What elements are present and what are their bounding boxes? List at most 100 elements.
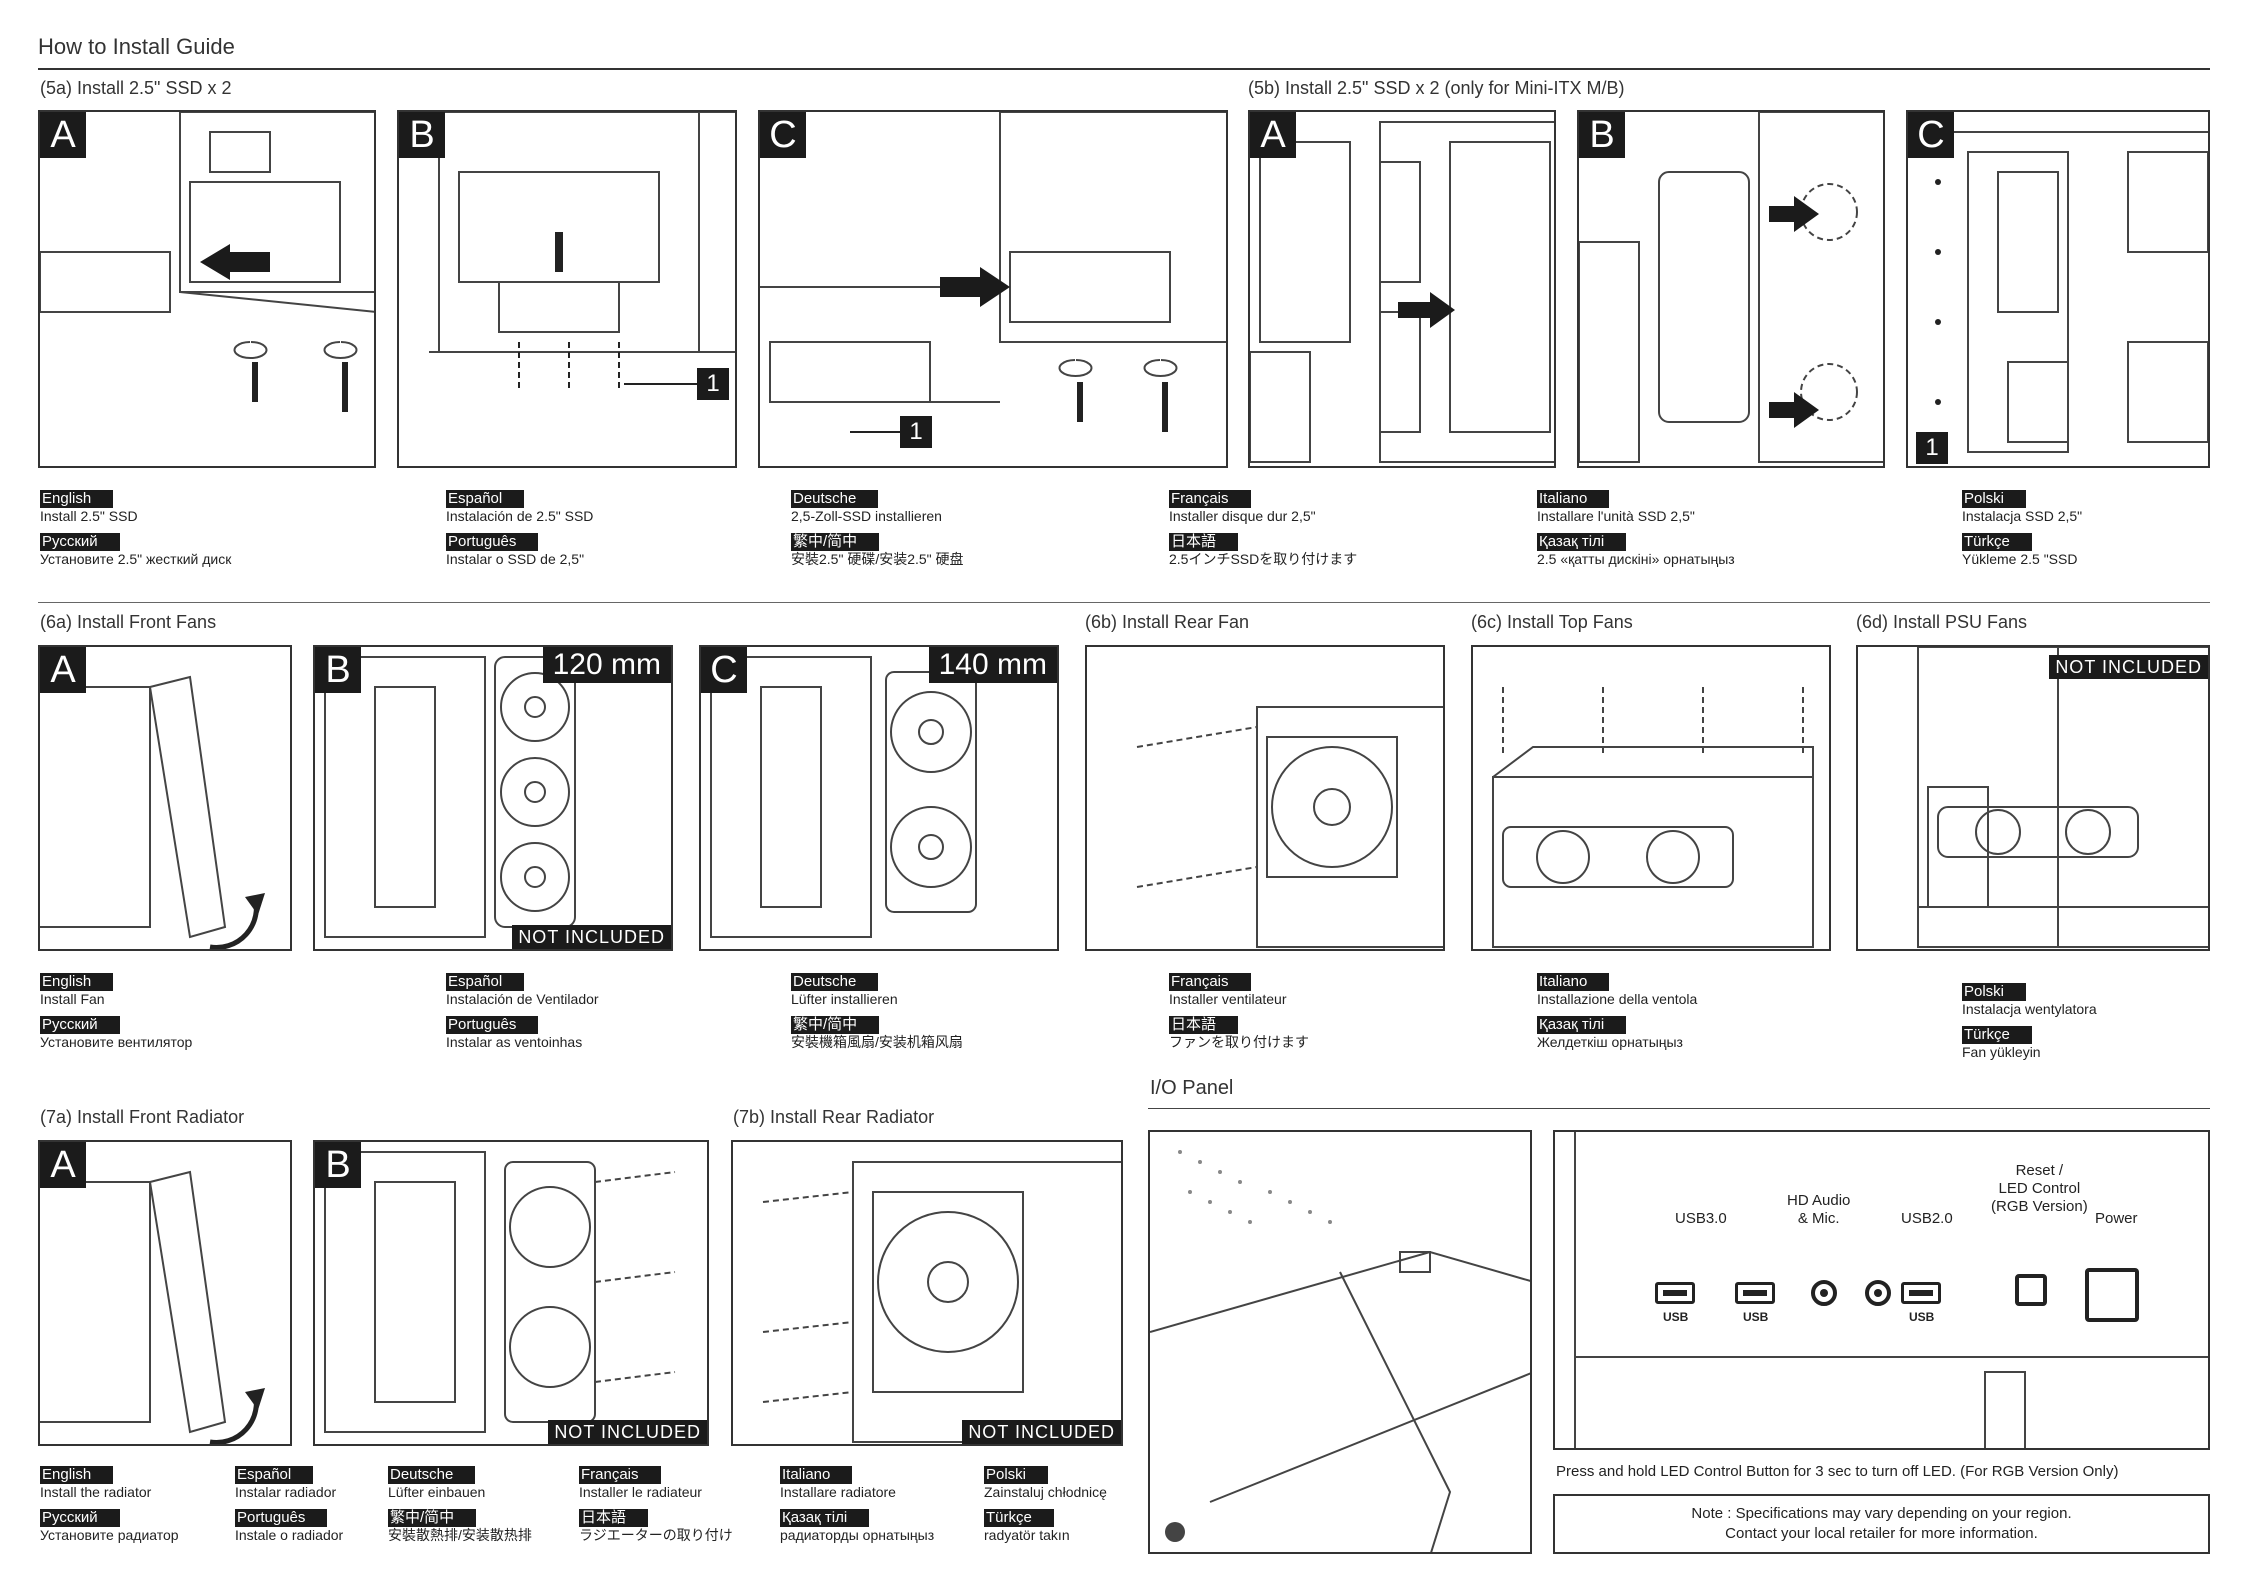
instruction-text: Install 2.5" SSD bbox=[40, 508, 138, 524]
language-tag: Türkçe bbox=[1962, 533, 2032, 551]
usb20-port bbox=[1901, 1282, 1941, 1304]
callout-1: 1 bbox=[1916, 432, 1948, 464]
usb-port-label: USB bbox=[1909, 1310, 1935, 1324]
usb30-port bbox=[1655, 1282, 1695, 1304]
section-divider bbox=[38, 602, 2210, 603]
language-tag: Français bbox=[1169, 490, 1251, 508]
section-7a-title: (7a) Install Front Radiator bbox=[40, 1107, 245, 1127]
hd-audio-label: HD Audio & Mic. bbox=[1787, 1192, 1851, 1227]
language-tag: Deutsche bbox=[791, 490, 879, 508]
fan-size-label: 140 mm bbox=[928, 647, 1057, 683]
language-tag: Français bbox=[1169, 973, 1251, 991]
step-label-c: C bbox=[1908, 112, 1954, 158]
language-tag: Español bbox=[235, 1466, 314, 1484]
legend-item: Español Instalar radiador Português Inst… bbox=[235, 1466, 343, 1552]
section-5b-title: (5b) Install 2.5" SSD x 2 (only for Mini… bbox=[1248, 78, 1625, 98]
legend-item: Français Installer le radiateur 日本語 ラジエー… bbox=[579, 1466, 733, 1552]
step-label-b: B bbox=[1579, 112, 1625, 158]
language-tag: 繁中/简中 bbox=[388, 1509, 477, 1527]
instruction-text: Installare l'unità SSD 2,5" bbox=[1537, 508, 1695, 524]
instruction-text: Установите вентилятор bbox=[40, 1034, 193, 1050]
reset-led-button bbox=[2015, 1274, 2047, 1306]
note-line-1: Note : Specifications may vary depending… bbox=[1691, 1505, 2072, 1522]
legend-item: English Install 2.5" SSD Русский Установ… bbox=[40, 490, 231, 576]
instruction-text: Lüfter installieren bbox=[791, 991, 898, 1007]
instruction-text: Instalación de 2.5" SSD bbox=[446, 508, 594, 524]
legend-item: Italiano Installazione della ventola Қаз… bbox=[1537, 973, 1697, 1059]
step-5a-b-illustration: B 1 bbox=[397, 110, 737, 468]
instruction-text: Установите радиатор bbox=[40, 1527, 179, 1543]
usb30-label: USB3.0 bbox=[1675, 1210, 1727, 1227]
step-label-c: C bbox=[701, 647, 747, 693]
legend-item: Italiano Installare radiatore Қазақ тілі… bbox=[780, 1466, 934, 1552]
legend-item: Deutsche 2,5-Zoll-SSD installieren 繁中/简中… bbox=[791, 490, 964, 576]
instruction-text: Fan yükleyin bbox=[1962, 1044, 2041, 1060]
section-6a-title: (6a) Install Front Fans bbox=[40, 612, 217, 632]
language-tag: Português bbox=[446, 1016, 539, 1034]
not-included-badge: NOT INCLUDED bbox=[512, 925, 671, 949]
language-tag: Türkçe bbox=[984, 1509, 1054, 1527]
instruction-text: Instalar radiador bbox=[235, 1484, 337, 1500]
step-7b-illustration: NOT INCLUDED bbox=[731, 1140, 1123, 1446]
language-tag: 日本語 bbox=[579, 1509, 649, 1527]
step-label-a: A bbox=[1250, 112, 1296, 158]
language-tag: Русский bbox=[40, 1509, 120, 1527]
legend-item: Polski Zainstaluj chłodnicę Türkçe radya… bbox=[984, 1466, 1107, 1552]
language-tag: English bbox=[40, 1466, 114, 1484]
language-tag: Español bbox=[446, 973, 525, 991]
language-tag: 繁中/简中 bbox=[791, 533, 880, 551]
instruction-text: Install the radiator bbox=[40, 1484, 152, 1500]
legend-item: Deutsche Lüfter einbauen 繁中/简中 安裝散熱排/安装散… bbox=[388, 1466, 532, 1552]
instruction-text: Instalacja SSD 2,5" bbox=[1962, 508, 2083, 524]
language-tag: Қазақ тілі bbox=[780, 1509, 870, 1527]
step-5a-a-illustration: A bbox=[38, 110, 376, 468]
legend-item: Polski Instalacja SSD 2,5" Türkçe Yüklem… bbox=[1962, 490, 2082, 576]
instruction-text: Installare radiatore bbox=[780, 1484, 896, 1500]
region-note: Note : Specifications may vary depending… bbox=[1553, 1494, 2210, 1554]
instruction-text: Установите 2.5" жесткий диск bbox=[40, 551, 232, 567]
legend-item: Français Installer disque dur 2,5" 日本語 2… bbox=[1169, 490, 1357, 576]
section-7b-title: (7b) Install Rear Radiator bbox=[733, 1107, 935, 1127]
power-button bbox=[2085, 1268, 2139, 1322]
instruction-text: Instalacja wentylatora bbox=[1962, 1001, 2097, 1017]
power-label: Power bbox=[2095, 1210, 2138, 1227]
callout-1: 1 bbox=[697, 368, 729, 400]
step-5a-c-illustration: C 1 bbox=[758, 110, 1228, 468]
not-included-badge: NOT INCLUDED bbox=[548, 1420, 707, 1444]
step-label-a: A bbox=[40, 647, 86, 693]
instruction-text: Lüfter einbauen bbox=[388, 1484, 486, 1500]
instruction-text: ラジエーターの取り付け bbox=[579, 1527, 733, 1543]
language-tag: English bbox=[40, 973, 114, 991]
reset-led-label: Reset / LED Control (RGB Version) bbox=[1991, 1162, 2088, 1215]
step-7a-a-illustration: A bbox=[38, 1140, 292, 1446]
legend-item: Deutsche Lüfter installieren 繁中/简中 安裝機箱風… bbox=[791, 973, 963, 1059]
language-tag: Русский bbox=[40, 533, 120, 551]
instruction-text: Instalar o SSD de 2,5" bbox=[446, 551, 585, 567]
usb-port-label: USB bbox=[1663, 1310, 1689, 1324]
step-7a-b-illustration: B NOT INCLUDED bbox=[313, 1140, 709, 1446]
language-tag: Türkçe bbox=[1962, 1026, 2032, 1044]
language-tag: 日本語 bbox=[1169, 1016, 1239, 1034]
language-tag: English bbox=[40, 490, 114, 508]
io-panel-detail: USB3.0 HD Audio & Mic. USB2.0 Reset / LE… bbox=[1553, 1130, 2210, 1450]
callout-1: 1 bbox=[900, 416, 932, 448]
io-panel-title: I/O Panel bbox=[1150, 1077, 1234, 1099]
instruction-text: Instalación de Ventilador bbox=[446, 991, 599, 1007]
step-label-b: B bbox=[315, 1142, 361, 1188]
legend-item: English Install the radiator Русский Уст… bbox=[40, 1466, 179, 1552]
instruction-text: Zainstaluj chłodnicę bbox=[984, 1484, 1107, 1500]
legend-item: Polski Instalacja wentylatora Türkçe Fan… bbox=[1962, 983, 2097, 1069]
step-5b-a-illustration: A bbox=[1248, 110, 1556, 468]
instruction-text: 2.5インチSSDを取り付けます bbox=[1169, 551, 1358, 567]
headphone-jack bbox=[1811, 1280, 1837, 1306]
instruction-text: Install Fan bbox=[40, 991, 105, 1007]
language-tag: Русский bbox=[40, 1016, 120, 1034]
instruction-text: Instale o radiador bbox=[235, 1527, 344, 1543]
language-tag: Italiano bbox=[1537, 490, 1610, 508]
section-6b-title: (6b) Install Rear Fan bbox=[1085, 612, 1250, 632]
instruction-text: Yükleme 2.5 "SSD bbox=[1962, 551, 2078, 567]
section-6c-title: (6c) Install Top Fans bbox=[1471, 612, 1633, 632]
step-label-c: C bbox=[760, 112, 806, 158]
section-5a-title: (5a) Install 2.5" SSD x 2 bbox=[40, 78, 232, 98]
language-tag: Italiano bbox=[780, 1466, 853, 1484]
